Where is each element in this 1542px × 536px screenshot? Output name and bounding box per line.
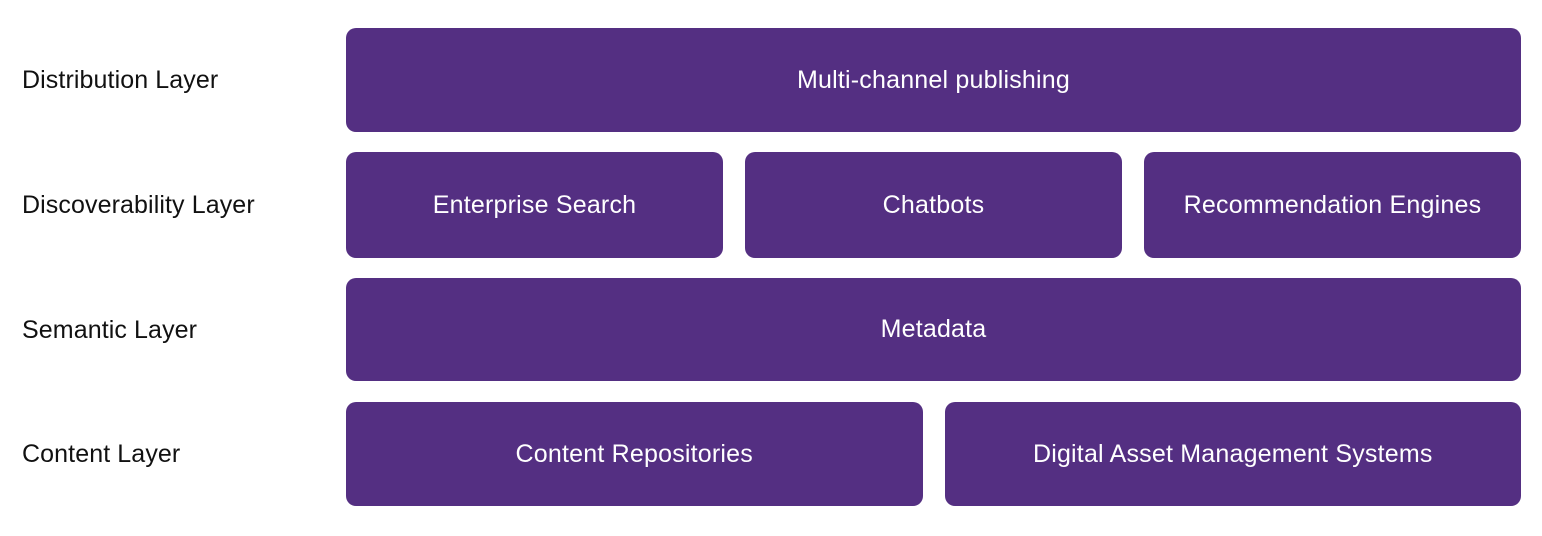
node-content-repositories[interactable]: Content Repositories: [346, 402, 923, 506]
node-enterprise-search[interactable]: Enterprise Search: [346, 152, 723, 258]
layer-boxes-distribution: Multi-channel publishing: [346, 28, 1542, 132]
node-metadata[interactable]: Metadata: [346, 278, 1521, 381]
layer-boxes-discoverability: Enterprise Search Chatbots Recommendatio…: [346, 152, 1542, 258]
layer-label-semantic: Semantic Layer: [22, 315, 198, 344]
layer-row-semantic: Semantic Layer Metadata: [0, 278, 1542, 381]
layer-boxes-semantic: Metadata: [346, 278, 1542, 381]
layer-boxes-content: Content Repositories Digital Asset Manag…: [346, 402, 1542, 506]
node-digital-asset-management-systems[interactable]: Digital Asset Management Systems: [944, 402, 1521, 506]
layer-row-content: Content Layer Content Repositories Digit…: [0, 402, 1542, 506]
node-recommendation-engines[interactable]: Recommendation Engines: [1144, 152, 1521, 258]
layer-row-discoverability: Discoverability Layer Enterprise Search …: [0, 152, 1542, 258]
layer-label-content: Content Layer: [22, 440, 181, 468]
node-multi-channel-publishing[interactable]: Multi-channel publishing: [346, 28, 1521, 132]
layer-label-distribution: Distribution Layer: [22, 66, 219, 94]
layer-label-discoverability: Discoverability Layer: [22, 191, 255, 219]
node-chatbots[interactable]: Chatbots: [745, 152, 1122, 258]
layer-row-distribution: Distribution Layer Multi-channel publish…: [0, 28, 1542, 132]
